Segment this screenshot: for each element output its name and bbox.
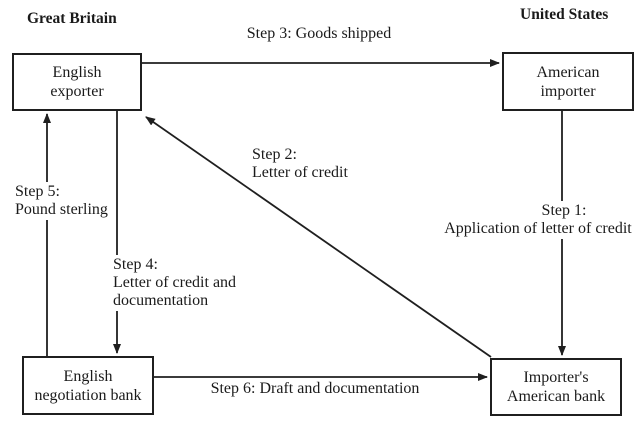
node-english-negotiation-bank: English negotiation bank xyxy=(22,356,154,415)
node-american-importer: American importer xyxy=(502,52,634,111)
node-importers-american-bank-line1: Importer's xyxy=(523,369,589,386)
arrow-step2-letter-of-credit xyxy=(145,116,492,358)
node-english-exporter: English exporter xyxy=(12,53,142,111)
edge-label-step2-desc: Letter of credit xyxy=(252,164,348,181)
node-importers-american-bank-line2: American bank xyxy=(506,388,606,405)
region-label-united-states: United States xyxy=(520,6,609,23)
edge-label-step5-desc: Pound sterling xyxy=(15,201,108,218)
edge-label-step1-title: Step 1: xyxy=(512,201,616,221)
node-english-exporter-line2: exporter xyxy=(50,83,104,100)
node-importers-american-bank: Importer's American bank xyxy=(490,358,622,416)
node-english-exporter-line1: English xyxy=(52,64,102,81)
node-american-importer-line1: American xyxy=(536,63,600,81)
region-label-great-britain: Great Britain xyxy=(27,10,117,27)
node-english-negotiation-bank-line2: negotiation bank xyxy=(34,386,142,404)
edge-label-step4-desc-line1: Letter of credit and xyxy=(113,274,237,291)
edge-label-step5: Step 5: Pound sterling xyxy=(13,182,110,220)
edge-label-step4-title: Step 4: xyxy=(113,256,158,273)
node-american-importer-line2: importer xyxy=(540,82,596,100)
node-english-negotiation-bank-line1: English xyxy=(63,367,113,385)
edge-label-step2-title: Step 2: xyxy=(252,146,297,163)
edge-label-step2: Step 2: Letter of credit xyxy=(252,146,348,182)
edge-label-step3: Step 3: Goods shipped xyxy=(246,25,392,42)
edge-label-step4: Step 4: Letter of credit and documentati… xyxy=(111,255,239,311)
edge-label-step1-desc: Application of letter of credit xyxy=(434,219,640,239)
edge-label-step4-desc-line2: documentation xyxy=(113,292,209,309)
edge-label-step5-title: Step 5: xyxy=(15,183,60,200)
edge-label-step6: Step 6: Draft and documentation xyxy=(210,380,420,397)
